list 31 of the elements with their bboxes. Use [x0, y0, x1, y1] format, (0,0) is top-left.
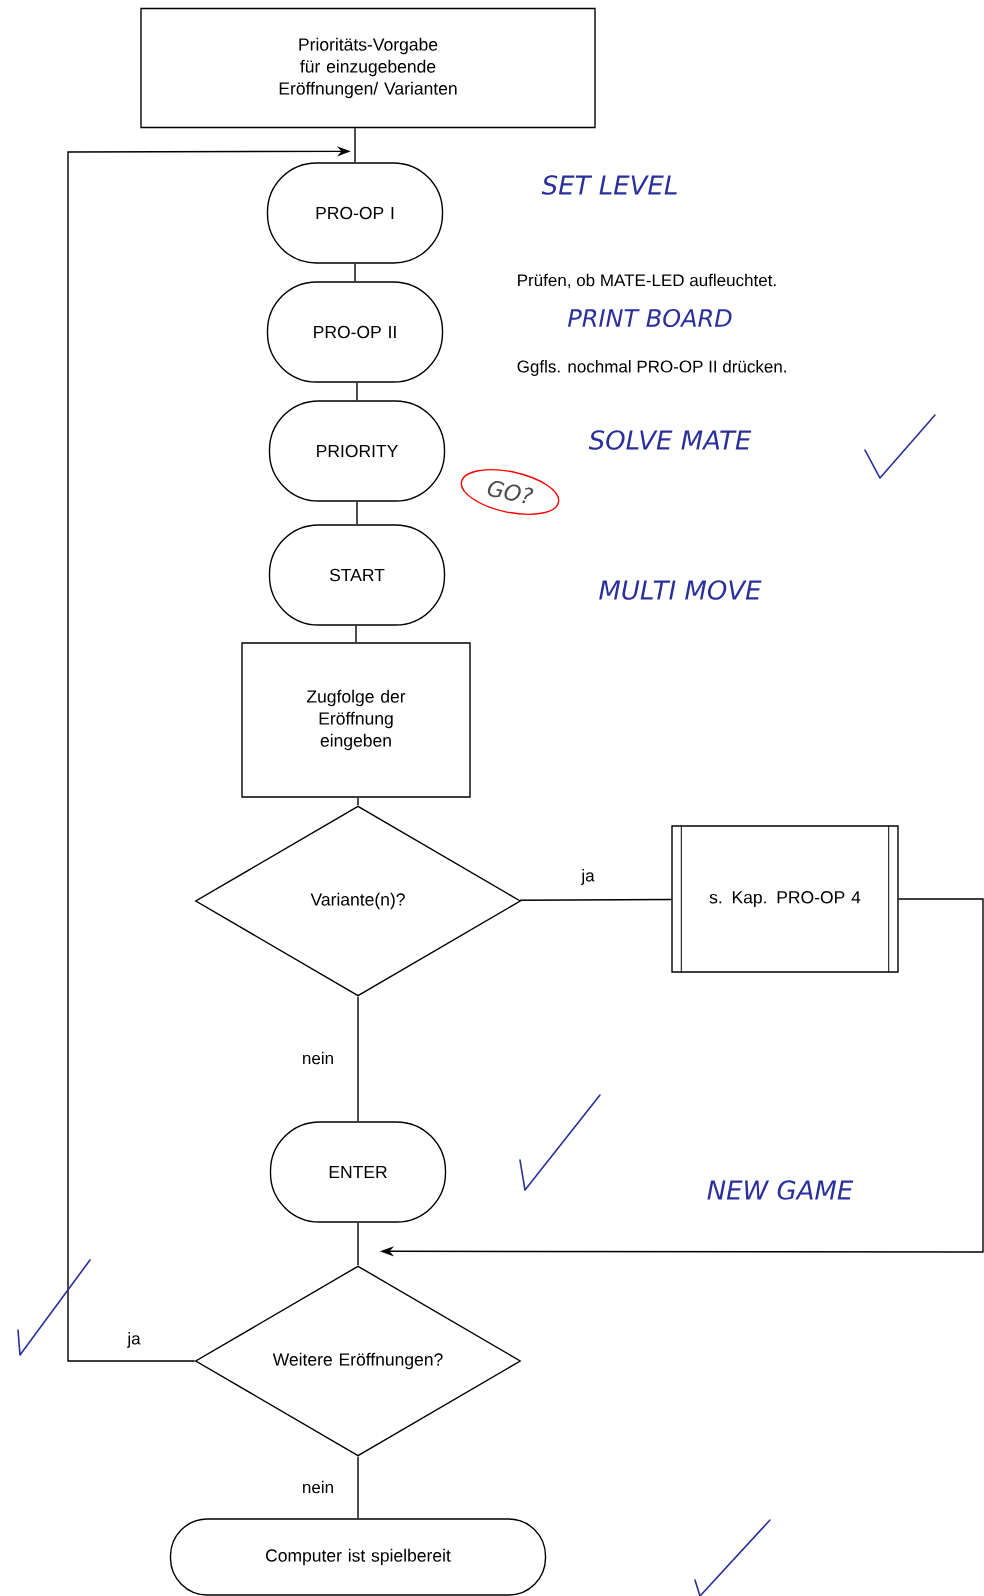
handwritten-note: SOLVE MATE	[588, 430, 752, 450]
edge-label: ja	[579, 867, 597, 887]
terminal-box: PRO-OP I	[266, 162, 444, 264]
connector	[355, 625, 357, 643]
terminal-box: START	[268, 524, 446, 626]
subroutine-box: s. Kap. PRO-OP 4	[671, 824, 899, 974]
connector	[354, 127, 356, 163]
connector	[357, 797, 359, 806]
connector	[519, 898, 672, 901]
connector	[354, 263, 356, 282]
connector	[356, 382, 358, 401]
handwritten-note: SET LEVEL	[541, 175, 677, 195]
circled-note: GO?	[460, 469, 560, 515]
connector	[356, 501, 358, 525]
edge-label: ja	[125, 1330, 143, 1350]
handwritten-note: PRINT BOARD	[567, 308, 732, 328]
terminal-box: ENTER	[269, 1121, 447, 1223]
terminal-box: PRO-OP II	[266, 281, 444, 383]
connector	[357, 996, 359, 1122]
connector	[357, 1456, 359, 1519]
terminal-box: Computer ist spielbereit	[169, 1518, 547, 1596]
handwritten-note: NEW GAME	[707, 1180, 854, 1200]
process-box: Zugfolge der Eröffnung eingeben	[241, 642, 471, 798]
note-text: Prüfen, ob MATE-LED aufleuchtet.	[518, 273, 776, 289]
edge-label: nein	[299, 1478, 337, 1496]
connector	[357, 1222, 359, 1266]
edge-label: nein	[299, 1049, 337, 1067]
terminal-box: PRIORITY	[268, 400, 446, 502]
note-text: Ggfls. nochmal PRO-OP II drücken.	[517, 360, 786, 376]
process-box: Prioritäts-Vorgabe für einzugebende Eröffnungen/ Varianten	[140, 7, 596, 129]
handwritten-note: MULTI MOVE	[599, 580, 762, 600]
